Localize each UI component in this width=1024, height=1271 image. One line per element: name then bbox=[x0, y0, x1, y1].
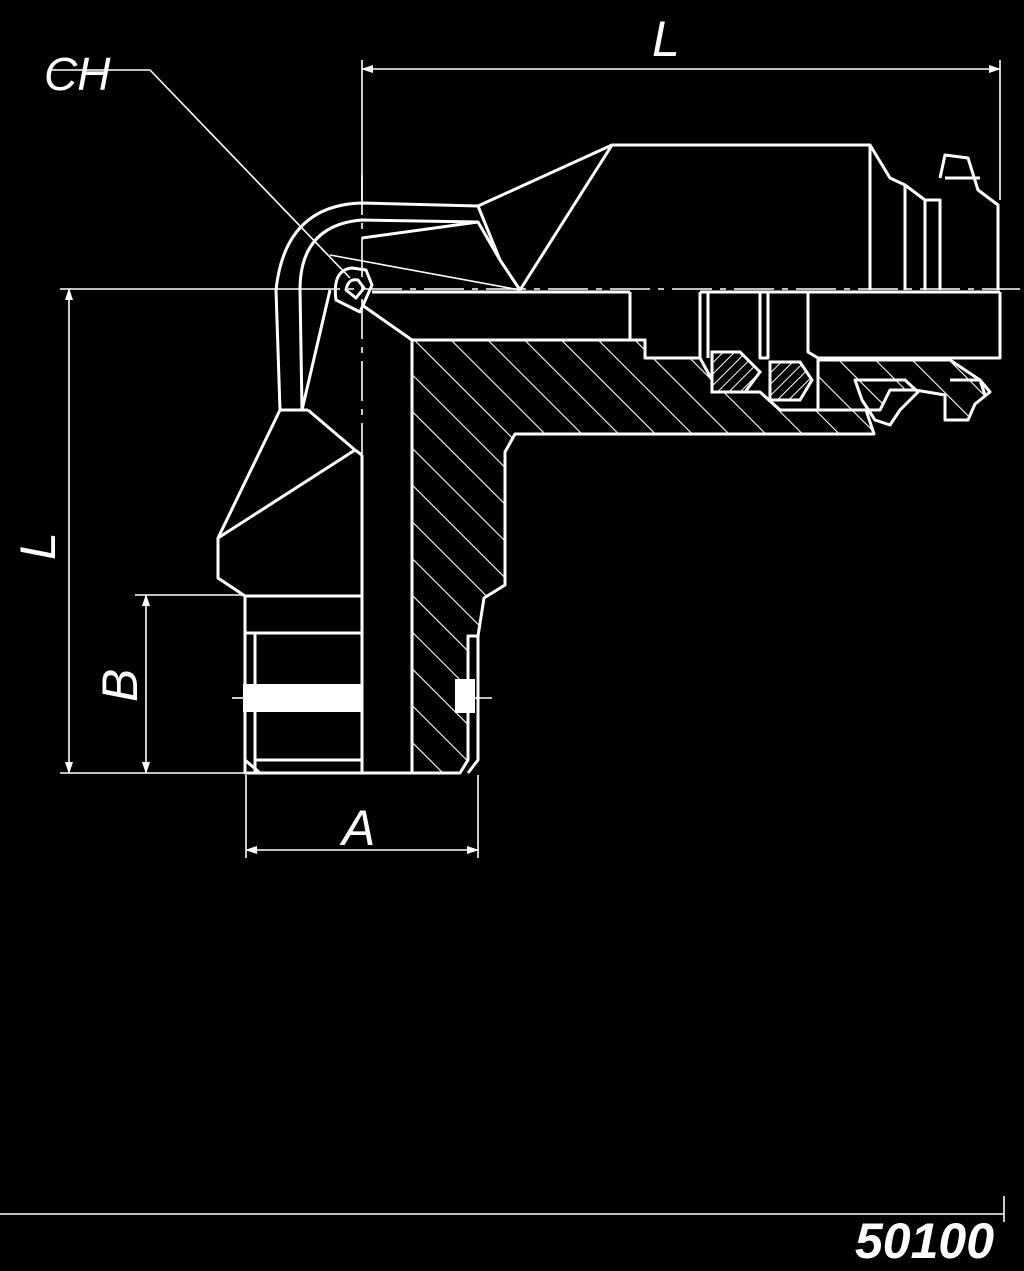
hex-leader bbox=[52, 69, 351, 279]
label-hex: CH bbox=[44, 48, 111, 100]
o-ring-band bbox=[243, 684, 363, 712]
elbow-body bbox=[216, 143, 872, 598]
label-side-length: L bbox=[10, 532, 66, 560]
section-hatch-body bbox=[410, 338, 876, 775]
dimension-top-length bbox=[361, 60, 1001, 200]
label-thread-diameter: A bbox=[339, 800, 375, 856]
push-in-coupling bbox=[708, 144, 1002, 427]
threaded-stud bbox=[232, 455, 492, 775]
label-thread-length: B bbox=[92, 669, 148, 702]
title-rule bbox=[0, 1196, 1005, 1222]
label-top-length: L bbox=[652, 11, 680, 67]
dimension-thread-diameter bbox=[245, 775, 479, 858]
part-number: 50100 bbox=[855, 1213, 994, 1269]
dimension-thread-length bbox=[135, 594, 245, 774]
center-lines bbox=[300, 175, 1020, 775]
dimension-side-length bbox=[60, 288, 300, 774]
